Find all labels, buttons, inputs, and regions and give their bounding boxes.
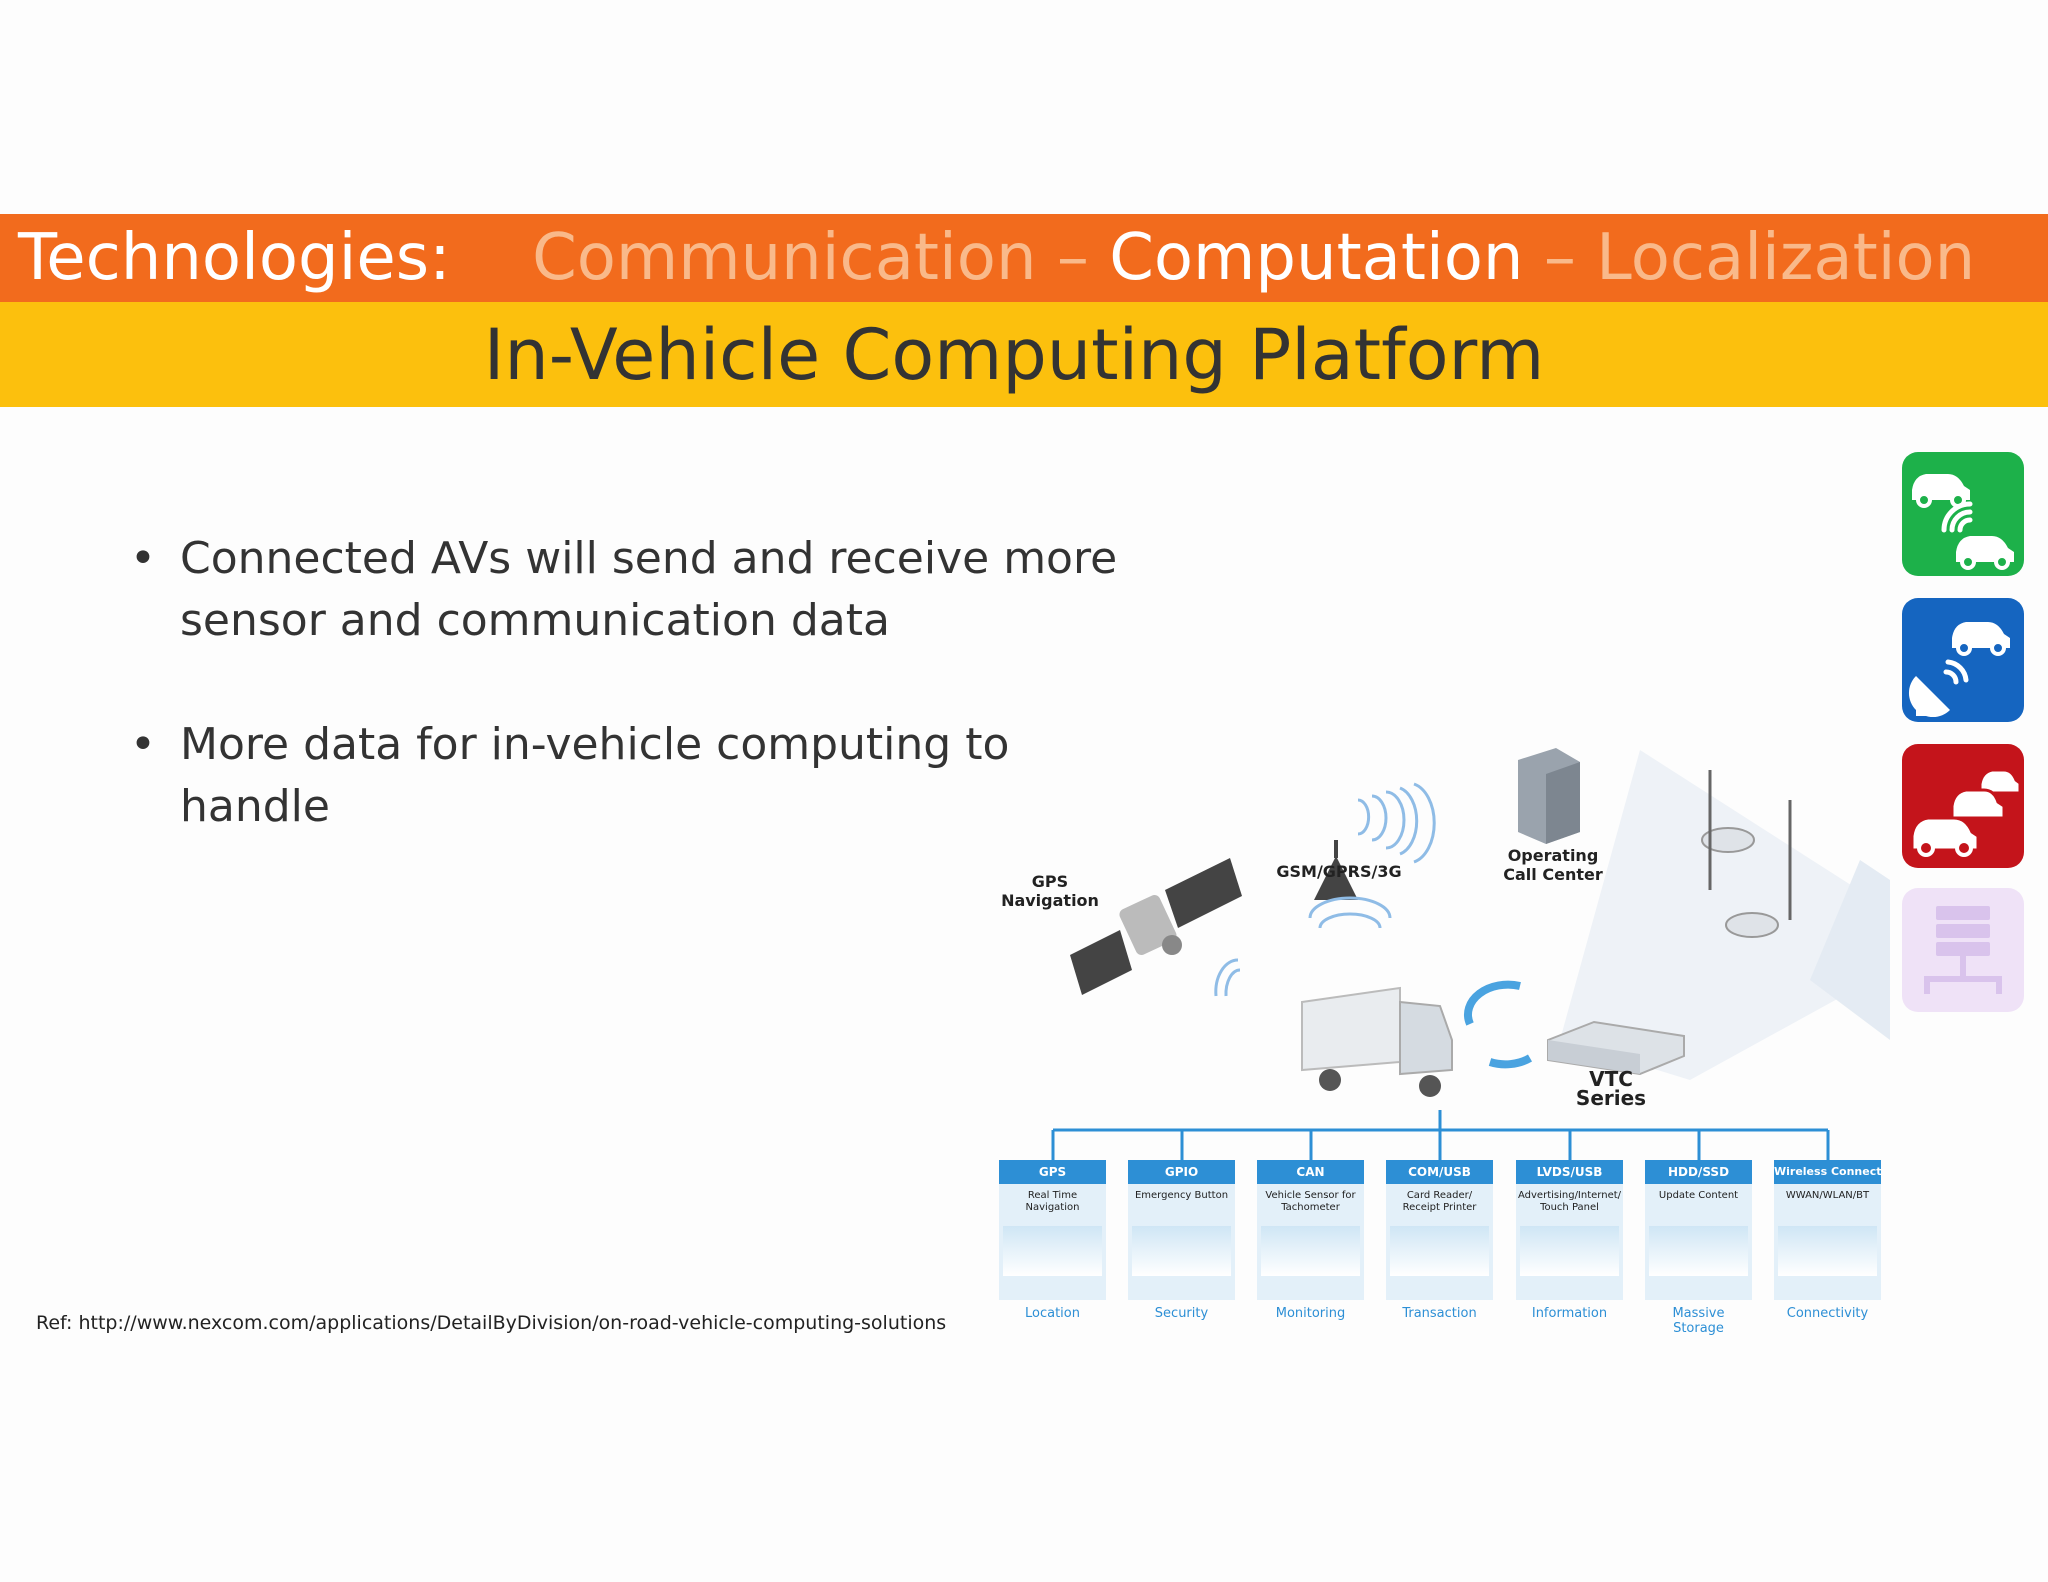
vtc-series-label: VTC Series (1575, 1067, 1647, 1110)
technology-header-bar: Technologies: Communication – Computatio… (0, 214, 2048, 302)
signal-waves-icon (1214, 896, 1392, 997)
bullet-item: More data for in-vehicle computing to ha… (130, 714, 1130, 838)
cell-tower-icon (1314, 782, 1436, 900)
tab-communication[interactable]: Communication (532, 221, 1037, 295)
bullet-item: Connected AVs will send and receive more… (130, 528, 1140, 652)
tab-separator: – (1543, 221, 1576, 295)
call-center-building-icon (1518, 748, 1580, 844)
tab-computation[interactable]: Computation (1109, 221, 1524, 295)
gsm-tower-label: GSM/GPRS/3G (1276, 862, 1402, 881)
title-bar: In-Vehicle Computing Platform (0, 302, 2048, 407)
bullet-list: Connected AVs will send and receive more… (130, 528, 1130, 900)
connected-cars-icon (1902, 452, 2024, 576)
road-graphic (1560, 750, 1890, 1080)
tab-localization[interactable]: Localization (1596, 221, 1976, 295)
module-hdd-ssd: HDD/SSD Update Content Massive Storage (1645, 1160, 1752, 1336)
tab-separator: – (1056, 221, 1089, 295)
module-com-usb: COM/USB Card Reader/ Receipt Printer Tra… (1386, 1160, 1493, 1321)
server-network-icon (1902, 888, 2024, 1012)
slide-title: In-Vehicle Computing Platform (483, 313, 1545, 396)
reference-link[interactable]: Ref: http://www.nexcom.com/applications/… (36, 1312, 947, 1334)
road-cars-icon (1701, 827, 1779, 938)
module-gps: GPS Real Time Navigation Location (999, 1160, 1106, 1321)
satellite-car-icon (1902, 598, 2024, 722)
truck-icon (1301, 986, 1453, 1097)
module-gpio: GPIO Emergency Button Security (1128, 1160, 1235, 1321)
header-label: Technologies: (18, 221, 451, 295)
sync-arrows-icon (1464, 980, 1533, 1069)
satellite-icon (1070, 858, 1242, 995)
vtc-device-icon (1547, 1020, 1685, 1076)
traffic-cars-icon (1902, 744, 2024, 868)
module-lvds-usb: LVDS/USB Advertising/Internet/ Touch Pan… (1516, 1160, 1623, 1321)
module-can: CAN Vehicle Sensor for Tachometer Monito… (1257, 1160, 1364, 1321)
module-wireless: Wireless Connection WWAN/WLAN/BT Connect… (1774, 1160, 1881, 1321)
